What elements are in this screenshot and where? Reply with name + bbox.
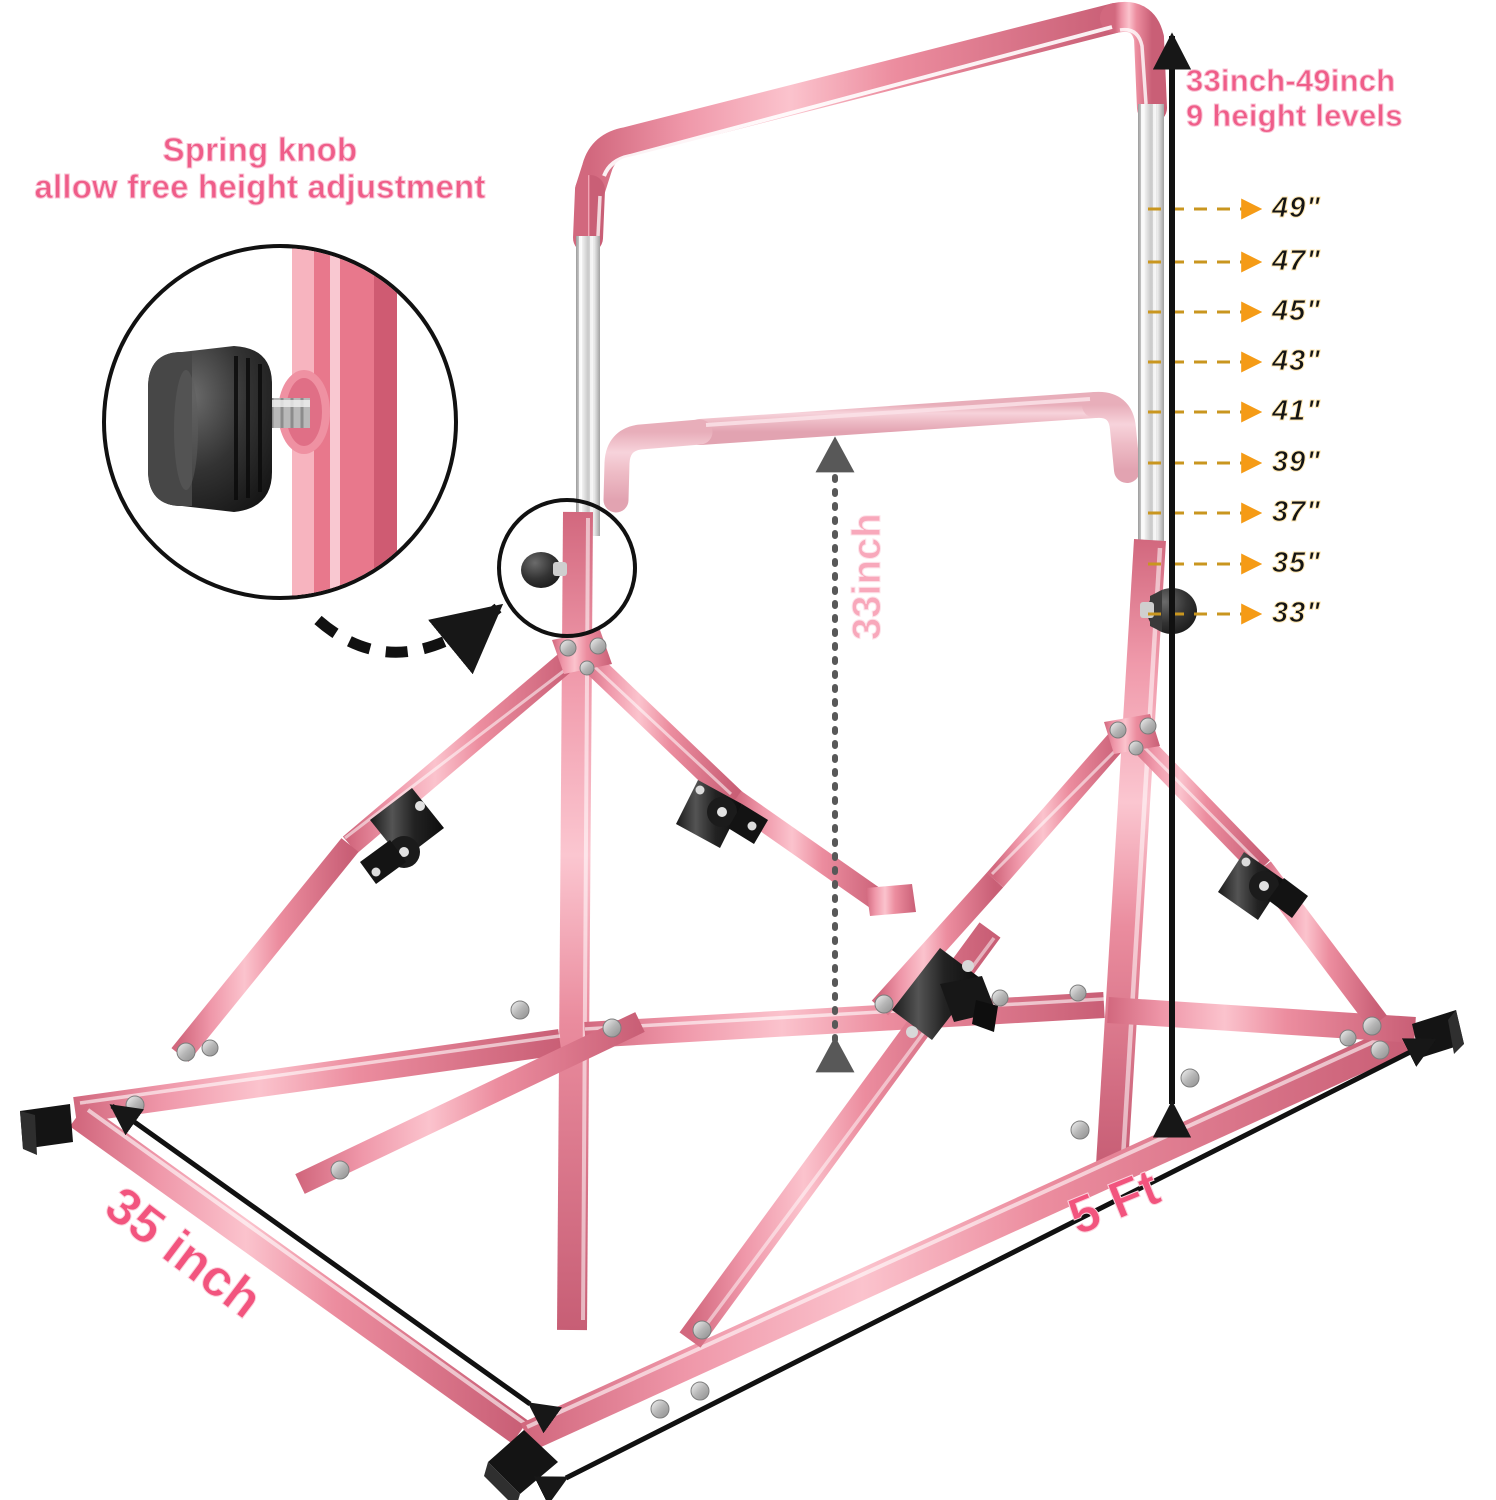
height-level-label: 35" <box>1271 547 1322 580</box>
main-horizontal-bar <box>573 2 1167 253</box>
right-vertical-post <box>1096 539 1166 1166</box>
folding-hinge <box>1218 852 1308 920</box>
knob-highlight-circle <box>497 498 637 638</box>
height-level-label: 39" <box>1271 446 1322 479</box>
height-level-label: 47" <box>1271 245 1322 278</box>
bar-height-dimension-label: 33inch <box>845 513 890 641</box>
height-range-callout: 33inch-49inch 9 height levels <box>1186 63 1496 133</box>
spring-knob-callout-line2: allow free height adjustment <box>34 167 486 205</box>
height-range-line2: 9 height levels <box>1186 97 1403 133</box>
height-level-label: 33" <box>1271 597 1322 630</box>
center-clamp <box>892 948 998 1040</box>
spring-knob-callout-line1: Spring knob <box>162 131 358 169</box>
left-spring-knob[interactable] <box>521 552 567 588</box>
knob-closeup-inset <box>102 244 458 600</box>
height-level-label: 37" <box>1271 496 1322 529</box>
height-level-label: 41" <box>1271 395 1322 428</box>
foot-cap <box>20 1104 73 1155</box>
width-dimension-line <box>533 1037 1437 1500</box>
height-range-line1: 33inch-49inch <box>1186 63 1396 98</box>
spring-knob-callout: Spring knob allow free height adjustment <box>0 131 520 206</box>
height-level-label: 43" <box>1271 345 1322 378</box>
depth-dimension-line <box>109 1103 563 1434</box>
chrome-extension-tubes <box>576 104 1164 564</box>
folding-hinge <box>676 780 768 848</box>
height-level-label: 49" <box>1271 192 1322 225</box>
foot-cap <box>1412 1010 1464 1058</box>
right-tripod-supports <box>871 714 1387 1047</box>
left-tripod-supports <box>171 630 916 1062</box>
lowered-bar-ghost <box>603 391 1140 513</box>
callout-leader <box>314 603 504 675</box>
height-level-guides <box>1148 198 1263 625</box>
height-level-label: 45" <box>1271 295 1322 328</box>
folding-hinge <box>360 788 444 884</box>
base-frame <box>20 984 1464 1500</box>
